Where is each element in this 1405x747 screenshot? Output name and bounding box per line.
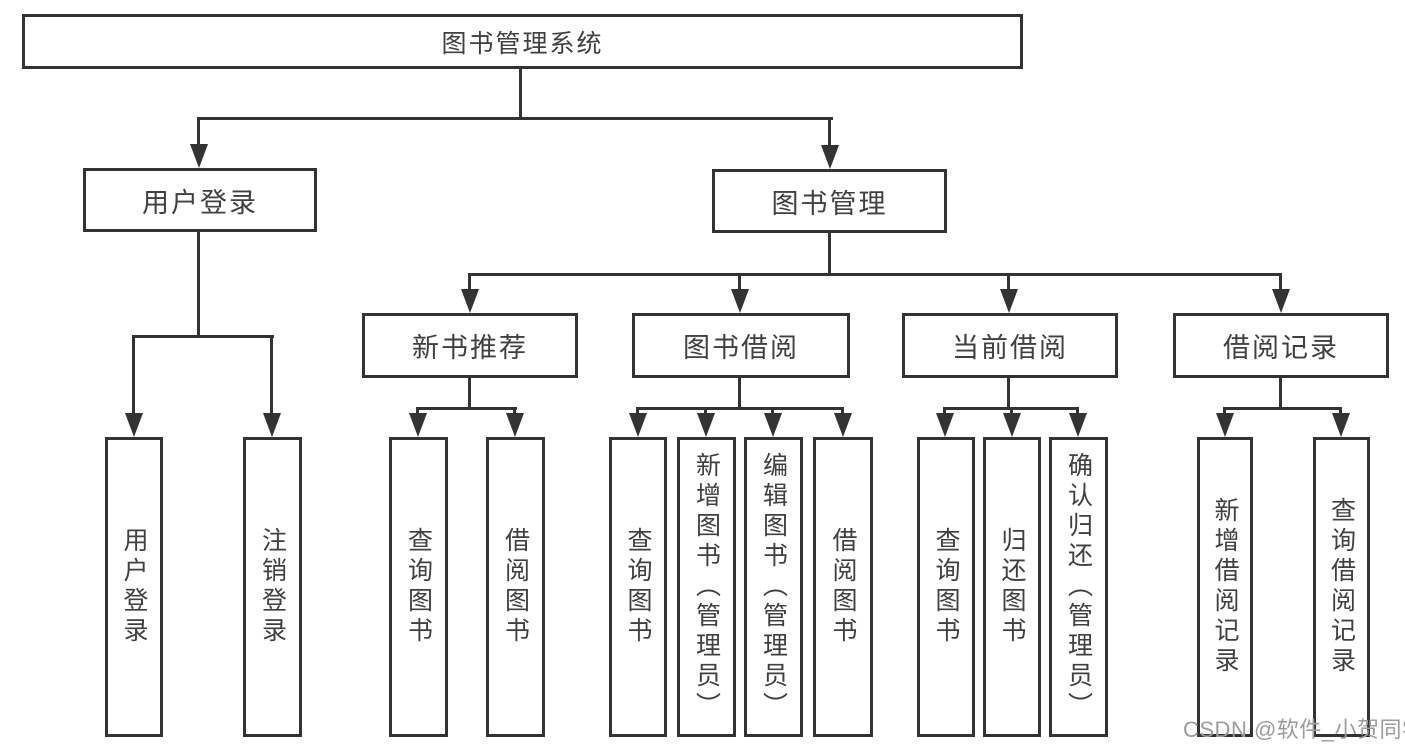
node-new-book-recommend-label: 新书推荐: [412, 333, 528, 363]
node-book-management: 图书管理: [712, 169, 947, 233]
leaf-borrow-books-2-label: 借阅图书: [829, 527, 857, 647]
connector-user-stem: [197, 232, 200, 335]
leaf-borrow-books-1-label: 借阅图书: [501, 527, 530, 647]
connector-arrow-stem: [1076, 407, 1079, 415]
connector-root-stem: [519, 69, 522, 117]
leaf-confirm-return-admin-label: 确认归还（管理员）: [1064, 452, 1093, 722]
connector-arrow-stem: [1223, 407, 1226, 415]
arrow-down-icon: [190, 144, 208, 168]
connector-arrow-stem: [197, 117, 200, 147]
leaf-user-login-label: 用户登录: [120, 527, 148, 647]
leaf-query-borrow-record-label: 查询借阅记录: [1327, 497, 1356, 677]
node-borrowing-records-label: 借阅记录: [1223, 333, 1339, 363]
arrow-down-icon: [821, 145, 839, 169]
leaf-return-books-label: 归还图书: [998, 527, 1026, 647]
arrow-down-icon: [1332, 413, 1350, 437]
leaf-query-books-3: 查询图书: [917, 437, 975, 737]
connector-arrow-stem: [943, 407, 946, 415]
connector-arrow-stem: [1007, 273, 1010, 291]
connector-arrow-stem: [1339, 407, 1342, 415]
arrow-down-icon: [1272, 289, 1290, 313]
connector-root-bar: [197, 117, 833, 120]
node-user-login-label: 用户登录: [142, 187, 258, 218]
connector-books-stem: [828, 233, 831, 273]
leaf-logout: 注销登录: [243, 437, 302, 737]
leaf-query-books-2-label: 查询图书: [624, 527, 652, 647]
connector-arrow-stem: [771, 407, 774, 415]
node-book-borrowing: 图书借阅: [632, 313, 850, 378]
node-book-borrowing-label: 图书借阅: [683, 333, 799, 363]
watermark: CSDN @软件_小贺同学: [1183, 717, 1405, 742]
connector-arrow-stem: [738, 273, 741, 291]
arrow-down-icon: [461, 289, 479, 313]
arrow-down-icon: [125, 413, 143, 437]
arrow-down-icon: [697, 413, 715, 437]
leaf-borrow-books-2: 借阅图书: [813, 437, 873, 737]
connector-books-bar: [468, 273, 1282, 276]
leaf-query-books-1: 查询图书: [389, 437, 448, 737]
node-root-label: 图书管理系统: [441, 29, 604, 58]
arrow-down-icon: [629, 413, 647, 437]
connector-arrow-stem: [416, 407, 419, 415]
connector-arrow-stem: [1279, 273, 1282, 291]
leaf-borrow-books-1: 借阅图书: [486, 437, 545, 737]
connector-group-stem: [738, 378, 741, 407]
connector-arrow-stem: [636, 407, 639, 415]
connector-group-bar: [636, 407, 844, 410]
connector-arrow-stem: [132, 335, 135, 416]
connector-user-bar: [132, 335, 274, 338]
arrow-down-icon: [506, 413, 524, 437]
leaf-edit-books-admin-label: 编辑图书（管理员）: [759, 452, 788, 722]
connector-arrow-stem: [828, 117, 831, 147]
arrow-down-icon: [263, 413, 281, 437]
connector-group-bar: [1223, 407, 1342, 410]
leaf-add-borrow-record: 新增借阅记录: [1197, 437, 1253, 737]
connector-group-stem: [468, 378, 471, 407]
leaf-query-books-3-label: 查询图书: [932, 527, 960, 647]
leaf-user-login: 用户登录: [105, 437, 163, 737]
arrow-down-icon: [1216, 413, 1234, 437]
leaf-return-books: 归还图书: [983, 437, 1041, 737]
connector-group-stem: [1279, 378, 1282, 407]
leaf-edit-books-admin: 编辑图书（管理员）: [744, 437, 803, 737]
leaf-add-books-admin: 新增图书（管理员）: [677, 437, 736, 737]
arrow-down-icon: [764, 413, 782, 437]
leaf-query-books-2: 查询图书: [609, 437, 667, 737]
connector-group-bar: [416, 407, 517, 410]
node-book-management-label: 图书管理: [771, 188, 888, 219]
leaf-query-books-1-label: 查询图书: [404, 527, 433, 647]
arrow-down-icon: [409, 413, 427, 437]
leaf-query-borrow-record: 查询借阅记录: [1313, 437, 1370, 737]
node-root: 图书管理系统: [22, 14, 1023, 69]
leaf-add-books-admin-label: 新增图书（管理员）: [692, 452, 721, 722]
connector-arrow-stem: [841, 407, 844, 415]
node-new-book-recommend: 新书推荐: [362, 313, 578, 378]
leaf-add-borrow-record-label: 新增借阅记录: [1211, 497, 1239, 677]
arrow-down-icon: [1069, 413, 1087, 437]
connector-group-stem: [1007, 378, 1010, 407]
leaf-confirm-return-admin: 确认归还（管理员）: [1049, 437, 1108, 737]
connector-arrow-stem: [468, 273, 471, 291]
arrow-down-icon: [1003, 413, 1021, 437]
node-current-borrowing-label: 当前借阅: [952, 333, 1068, 363]
connector-arrow-stem: [270, 335, 273, 416]
node-user-login: 用户登录: [83, 168, 317, 232]
leaf-logout-label: 注销登录: [258, 527, 287, 647]
arrow-down-icon: [1000, 289, 1018, 313]
arrow-down-icon: [834, 413, 852, 437]
node-borrowing-records: 借阅记录: [1173, 313, 1389, 378]
node-current-borrowing: 当前借阅: [902, 313, 1118, 378]
arrow-down-icon: [936, 413, 954, 437]
connector-arrow-stem: [704, 407, 707, 415]
arrow-down-icon: [731, 289, 749, 313]
connector-arrow-stem: [513, 407, 516, 415]
connector-arrow-stem: [1010, 407, 1013, 415]
